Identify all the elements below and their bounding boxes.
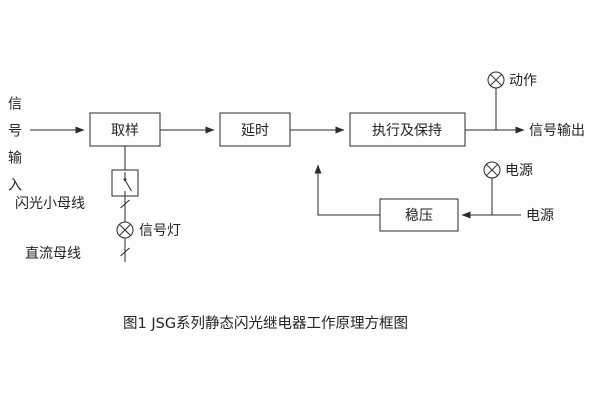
caption: 图1 JSG系列静态闪光继电器工作原理方框图 — [123, 315, 408, 332]
signal-lamp-icon — [116, 221, 134, 239]
signal-input-label: 信号输入 — [6, 96, 22, 204]
sampling-block — [89, 112, 161, 147]
break-mark-1 — [120, 199, 130, 209]
sampling-label: 取样 — [111, 123, 139, 139]
flash-bus-switch-icon — [111, 169, 139, 197]
signal-output-label: 信号输出 — [529, 123, 585, 139]
delay-block — [219, 112, 291, 147]
signal-lamp-label: 信号灯 — [139, 223, 181, 239]
power-lamp-label: 电源 — [505, 163, 533, 179]
execute-hold-block — [349, 112, 466, 147]
action-lamp-icon — [487, 71, 505, 89]
dc-bus-label: 直流母线 — [25, 245, 81, 262]
regulator-to-execute-wire — [314, 164, 380, 216]
delay-label: 延时 — [241, 123, 269, 139]
power-source-label: 电源 — [526, 208, 554, 224]
execute-hold-label: 执行及保持 — [372, 123, 442, 139]
power-lamp-icon — [483, 161, 501, 179]
regulator-label: 稳压 — [405, 208, 433, 224]
flash-bus-label: 闪光小母线 — [15, 196, 85, 212]
action-lamp-label: 动作 — [509, 73, 537, 89]
break-mark-2 — [120, 247, 130, 257]
